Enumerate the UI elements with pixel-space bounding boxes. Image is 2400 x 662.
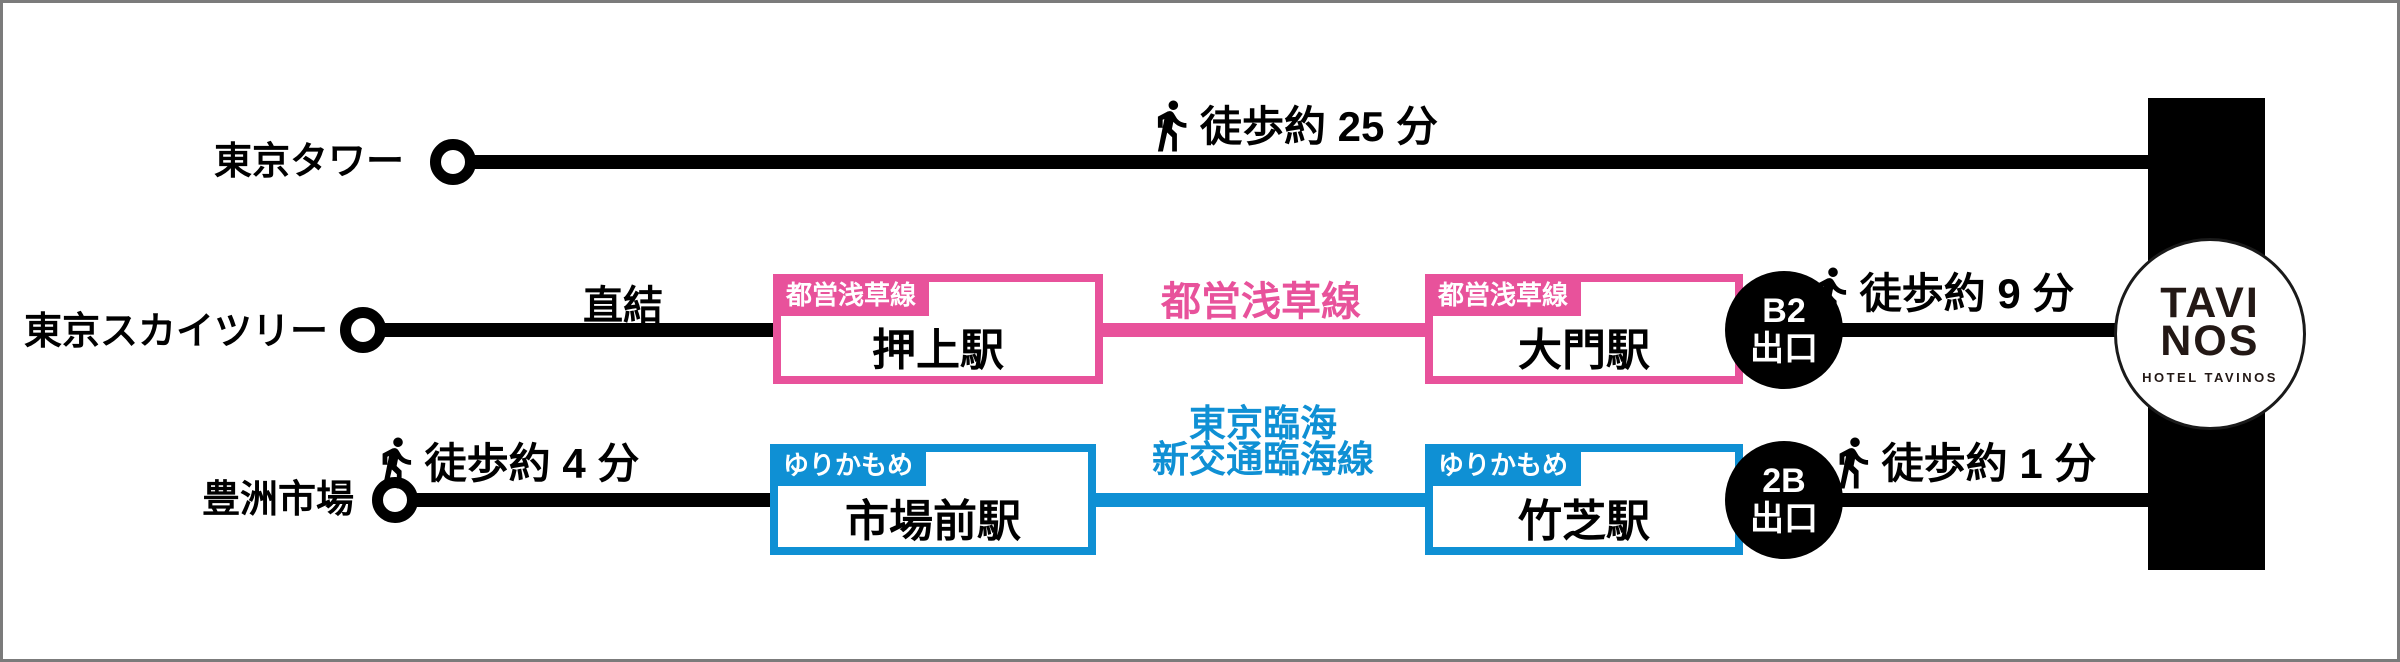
route-line-asakusa xyxy=(1098,323,1428,337)
origin-node-toyosu-market xyxy=(372,477,418,523)
hotel-logo-line2: NOS xyxy=(2160,316,2260,365)
walking-person-icon xyxy=(382,437,412,489)
ride-line-label-asakusa: 都営浅草線 xyxy=(1161,280,1361,324)
line-tag-yurikamome: ゆりかもめ xyxy=(770,444,927,486)
exit-number: B2 xyxy=(1762,292,1806,330)
route-line-walk-tower xyxy=(475,155,2155,169)
station-name-shijomae: 市場前駅 xyxy=(845,496,1021,546)
walk-duration-label: 徒歩約 25 分 xyxy=(1199,103,1439,150)
walk-duration-label: 徒歩約 1 分 xyxy=(1881,440,2097,487)
origin-node-tokyo-skytree xyxy=(340,307,386,353)
walk-group-tower: 徒歩約 25 分 xyxy=(1152,99,1438,153)
landmark-label-tokyo-tower: 東京タワー xyxy=(213,141,404,183)
origin-node-tokyo-tower xyxy=(430,139,476,185)
station-box-takeshiba: ゆりかもめ 竹芝駅 xyxy=(1425,444,1743,555)
exit-number: 2B xyxy=(1762,462,1806,500)
walk-group-toyosu: 徒歩約 4 分 xyxy=(377,436,640,490)
route-line-rinkai xyxy=(1091,493,1425,507)
hotel-logo-wordmark: TAVI NOS xyxy=(2160,278,2260,365)
ride-line-label-line1: 東京臨海 xyxy=(1189,403,1337,444)
line-tag-asakusa: 都営浅草線 xyxy=(773,274,930,316)
exit-badge-2b: 2B 出口 xyxy=(1725,441,1843,559)
walking-person-icon xyxy=(1839,437,1869,489)
walking-person-icon xyxy=(1157,100,1187,152)
walk-duration-label: 徒歩約 9 分 xyxy=(1859,270,2075,317)
route-line-walk-daimon xyxy=(1841,323,2153,337)
station-box-shijomae: ゆりかもめ 市場前駅 xyxy=(770,444,1096,555)
route-line-walk-toyosu xyxy=(414,493,770,507)
landmark-label-tokyo-skytree: 東京スカイツリー xyxy=(23,311,328,353)
exit-badge-b2: B2 出口 xyxy=(1725,271,1843,389)
exit-word: 出口 xyxy=(1750,330,1818,368)
hotel-logo-line1: TAVI xyxy=(2160,278,2260,327)
line-tag-yurikamome: ゆりかもめ xyxy=(1425,444,1582,486)
station-name-takeshiba: 竹芝駅 xyxy=(1518,496,1650,546)
station-box-oshiage: 都営浅草線 押上駅 xyxy=(773,274,1103,384)
exit-word: 出口 xyxy=(1750,500,1818,538)
route-line-walk-takeshiba xyxy=(1841,493,2153,507)
ride-line-label-line2: 新交通臨海線 xyxy=(1152,439,1374,480)
ride-line-label-rinkai: 東京臨海 新交通臨海線 xyxy=(1152,403,1374,480)
hotel-logo-circle: TAVI NOS HOTEL TAVINOS xyxy=(2114,238,2306,430)
station-box-daimon: 都営浅草線 大門駅 xyxy=(1425,274,1743,384)
walk-duration-label: 徒歩約 4 分 xyxy=(424,440,640,487)
hotel-logo-caption: HOTEL TAVINOS xyxy=(2142,369,2278,385)
line-tag-asakusa: 都営浅草線 xyxy=(1425,274,1582,316)
landmark-label-toyosu-market: 豊洲市場 xyxy=(201,479,354,521)
route-line-direct xyxy=(383,323,773,337)
station-name-daimon: 大門駅 xyxy=(1518,326,1650,375)
direct-connection-label: 直結 xyxy=(583,284,663,328)
walk-group-daimon: 徒歩約 9 分 xyxy=(1812,266,2075,320)
walk-group-takeshiba: 徒歩約 1 分 xyxy=(1834,436,2097,490)
station-name-oshiage: 押上駅 xyxy=(872,326,1004,375)
